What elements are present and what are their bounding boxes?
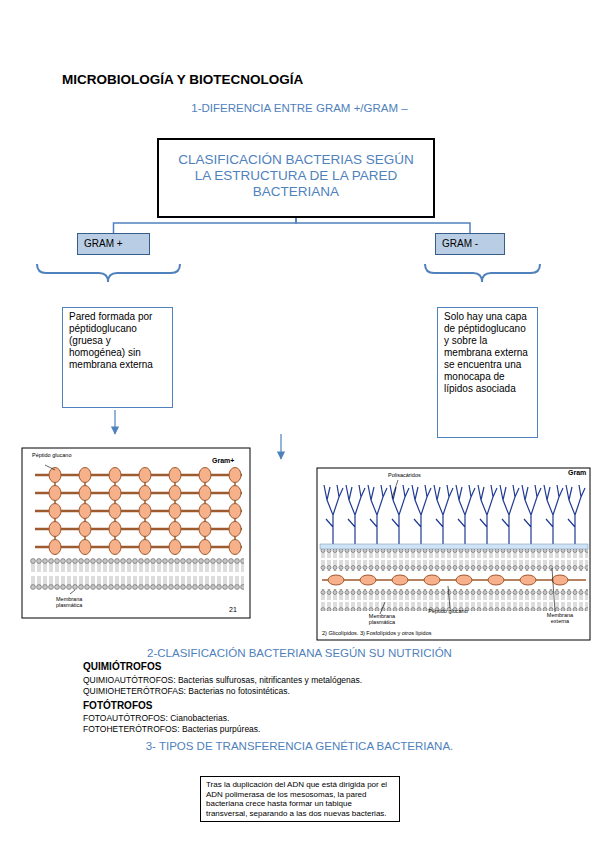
node-text: GRAM - bbox=[442, 238, 498, 250]
pointer-arrow bbox=[114, 410, 115, 434]
node-text: Tras la duplicación del ADN que está dir… bbox=[206, 780, 394, 818]
category-heading: FOTÓTROFOS bbox=[83, 700, 152, 712]
connector bbox=[114, 218, 297, 233]
leader-line bbox=[45, 465, 75, 594]
part-label: Péptido glucano bbox=[428, 608, 468, 614]
category-heading: QUIMIÓTROFOS bbox=[83, 661, 161, 673]
description-box: Solo hay una capa de péptidoglucano y so… bbox=[437, 307, 538, 438]
page-title: MICROBIOLOGÍA Y BIOTECNOLOGÍA bbox=[62, 72, 303, 88]
node-text: Pared formada por péptidoglucano (gruesa… bbox=[69, 311, 166, 371]
process-box: Tras la duplicación del ADN que está dir… bbox=[200, 776, 400, 822]
classification-box: CLASIFICACIÓN BACTERIAS SEGÚN LA ESTRUCT… bbox=[157, 138, 435, 218]
part-label: Membrana plasmática bbox=[56, 596, 100, 609]
category-item: FOTOHETERÓTROFOS: Bacterias purpúreas. bbox=[83, 725, 260, 735]
description-box: Pared formada por péptidoglucano (gruesa… bbox=[62, 307, 173, 408]
category-box: GRAM - bbox=[435, 233, 505, 255]
peptidoglycan-mesh bbox=[49, 468, 241, 555]
lipopolysaccharide-layer bbox=[322, 485, 586, 545]
illustration-frame bbox=[317, 468, 590, 640]
glycan-strand bbox=[35, 475, 242, 547]
plasma-membrane bbox=[320, 589, 588, 611]
category-item: QUIMIOAUTÓTROFOS: Bacterias sulfurosas, … bbox=[83, 676, 362, 686]
part-label: Péptido glucano bbox=[32, 452, 72, 458]
category-item: QUIMIOHETERÓTROFAS: Bacterias no fotosin… bbox=[83, 687, 290, 697]
section-heading: 1-DIFERENCIA ENTRE GRAM +/GRAM – bbox=[0, 102, 599, 115]
category-item: FOTOAUTÓTROFOS: Cianobacterias. bbox=[83, 714, 229, 724]
pointer-arrow bbox=[280, 434, 281, 459]
node-text: GRAM + bbox=[84, 238, 143, 250]
figure-label: Gram bbox=[568, 469, 586, 477]
part-label: Membrana externa bbox=[540, 612, 580, 625]
outer-membrane bbox=[320, 549, 588, 571]
plasma-membrane bbox=[30, 558, 244, 590]
figure-number: 21 bbox=[229, 606, 237, 614]
peptidoglycan-layer bbox=[328, 575, 568, 585]
node-text: CLASIFICACIÓN BACTERIAS SEGÚN LA ESTRUCT… bbox=[169, 152, 423, 200]
section-heading: 3- TIPOS DE TRANSFERENCIA GENÉTICA BACTE… bbox=[0, 740, 599, 753]
node-text: Solo hay una capa de péptidoglucano y so… bbox=[444, 311, 531, 395]
figure-note: 2) Glicolípidos. 3) Fosfolípidos y otros… bbox=[322, 630, 431, 636]
curly-brace bbox=[37, 264, 180, 282]
section-heading: 2-CLASIFICACIÓN BACTERIANA SEGÚN SU NUTR… bbox=[0, 647, 599, 660]
figure-label: Gram+ bbox=[212, 457, 234, 465]
illustration-frame bbox=[22, 448, 250, 618]
curly-brace bbox=[425, 264, 540, 282]
lps-base bbox=[320, 544, 588, 549]
part-label: Membrana plasmática bbox=[360, 613, 404, 626]
category-box: GRAM + bbox=[77, 233, 150, 255]
part-label: Polisacáridos bbox=[388, 472, 421, 478]
connector bbox=[296, 218, 470, 233]
leader-line bbox=[380, 480, 555, 614]
